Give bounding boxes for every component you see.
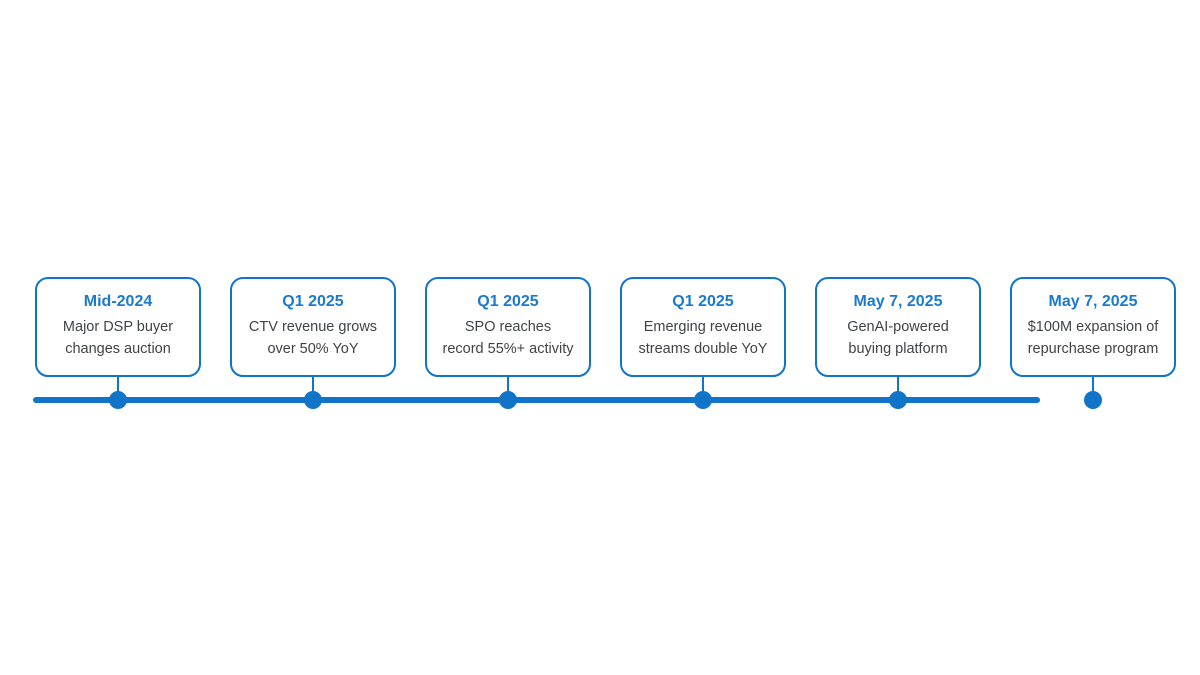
milestone-card: May 7, 2025 $100M expansion of repurchase… [1010, 277, 1176, 377]
milestone-description-line1: GenAI-powered [847, 319, 949, 335]
milestone-description-line2: record 55%+ activity [442, 341, 574, 357]
milestone-connector-line [702, 376, 704, 400]
timeline-milestone: Q1 2025 Emerging revenue streams double Y… [620, 277, 786, 409]
milestone-date: Q1 2025 [477, 293, 539, 310]
milestone-description: SPO reaches record 55%+ activity [443, 316, 574, 360]
milestone-connector-line [897, 376, 899, 400]
timeline-milestone: May 7, 2025 $100M expansion of repurchase… [1010, 277, 1176, 409]
milestone-dot [1084, 391, 1102, 409]
milestone-card: Q1 2025 Emerging revenue streams double Y… [620, 277, 786, 377]
milestone-description-line2: buying platform [848, 341, 948, 357]
milestone-dot [499, 391, 517, 409]
milestone-description: CTV revenue grows over 50% YoY [249, 316, 377, 360]
milestone-connector-line [507, 376, 509, 400]
milestone-date: Mid-2024 [83, 293, 153, 310]
milestone-description-line2: streams double YoY [638, 341, 768, 357]
milestone-description-line1: Emerging revenue [643, 319, 763, 335]
milestone-dot [304, 391, 322, 409]
milestone-date: May 7, 2025 [853, 293, 943, 310]
timeline-milestone: Mid-2024 Major DSP buyer changes auction [35, 277, 201, 409]
timeline-milestone: May 7, 2025 GenAI-powered buying platform [815, 277, 981, 409]
milestone-description-line2: changes auction [65, 341, 171, 357]
milestone-description: Major DSP buyer changes auction [63, 316, 173, 360]
milestone-card: May 7, 2025 GenAI-powered buying platform [815, 277, 981, 377]
milestone-description-line1: SPO reaches [464, 319, 552, 335]
milestone-card: Q1 2025 CTV revenue grows over 50% YoY [230, 277, 396, 377]
milestone-description-line2: repurchase program [1027, 341, 1159, 357]
milestone-description: $100M expansion of repurchase program [1028, 316, 1159, 360]
milestone-description-line1: $100M expansion of [1027, 319, 1159, 335]
milestone-dot [694, 391, 712, 409]
milestone-date: Q1 2025 [672, 293, 734, 310]
milestone-connector-line [1092, 376, 1094, 400]
milestone-connector-line [117, 376, 119, 400]
milestone-description: GenAI-powered buying platform [847, 316, 949, 360]
milestone-card: Q1 2025 SPO reaches record 55%+ activity [425, 277, 591, 377]
timeline-milestone: Q1 2025 CTV revenue grows over 50% YoY [230, 277, 396, 409]
timeline-axis-line [33, 397, 1040, 403]
milestone-connector-line [312, 376, 314, 400]
milestone-date: Q1 2025 [282, 293, 344, 310]
milestone-description-line1: CTV revenue grows [248, 319, 378, 335]
milestone-date: May 7, 2025 [1048, 293, 1138, 310]
milestone-description-line1: Major DSP buyer [62, 319, 174, 335]
timeline-milestone: Q1 2025 SPO reaches record 55%+ activity [425, 277, 591, 409]
milestone-dot [889, 391, 907, 409]
milestone-description: Emerging revenue streams double YoY [639, 316, 768, 360]
milestone-description-line2: over 50% YoY [267, 341, 359, 357]
milestone-dot [109, 391, 127, 409]
milestone-card: Mid-2024 Major DSP buyer changes auction [35, 277, 201, 377]
